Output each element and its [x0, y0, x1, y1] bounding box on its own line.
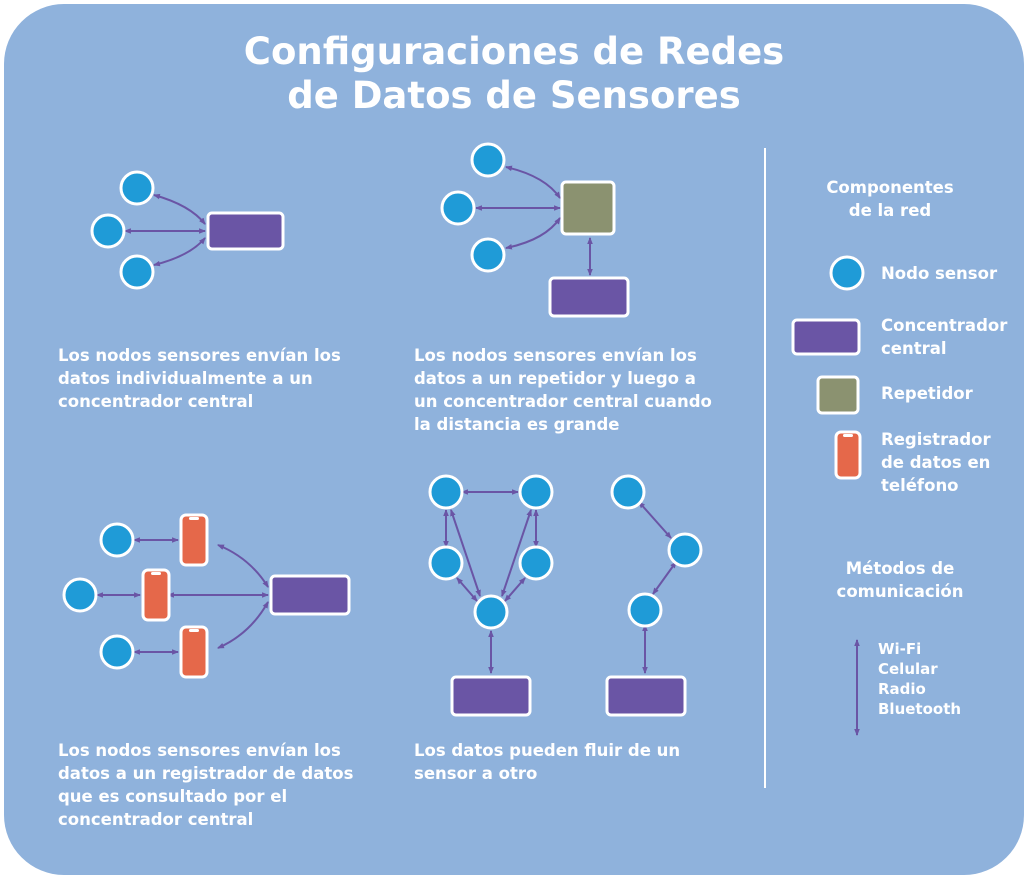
sensor-node-icon [90, 213, 126, 249]
legend-repeater-icon [816, 375, 860, 415]
sensor-node-icon [470, 237, 506, 273]
connections [95, 165, 860, 737]
sensor-node-icon [610, 474, 646, 510]
connection-arrow [504, 165, 561, 199]
sensor-node-icon [518, 474, 554, 510]
sensor-node-icon [428, 474, 464, 510]
repeater-icon [560, 180, 616, 236]
sensor-node-icon [119, 254, 155, 290]
legend-methods-title: Métodos de comunicación [836, 559, 964, 601]
sensor-node-icon [62, 577, 98, 613]
legend-label-logger: Registrador de datos en teléfono [881, 430, 991, 495]
sensor-node-icon [99, 634, 135, 670]
page-title-line2: de Datos de Sensores [287, 74, 741, 117]
phone-logger-icon [141, 568, 171, 622]
phone-notch [843, 434, 853, 437]
sensor-node-icon [99, 522, 135, 558]
caption-line: datos a un repetidor y luego a [414, 369, 696, 388]
caption-line: concentrador central [58, 392, 254, 411]
caption-line: un concentrador central cuando [414, 392, 712, 411]
method-radio: Radio [878, 680, 926, 698]
caption-mesh: Los datos pueden fluir de un sensor a ot… [414, 739, 680, 785]
sensor-node-icon [119, 170, 155, 206]
concentrator-icon [269, 574, 351, 616]
phone-logger-icon [179, 513, 209, 567]
connection-arrow [504, 217, 561, 250]
legend-components-title: Componentes de la red [826, 178, 954, 220]
nodes [62, 142, 865, 717]
sensor-node-icon [440, 190, 476, 226]
caption-logger: Los nodos sensores envían los datos a un… [58, 739, 353, 831]
connection-arrow [152, 237, 206, 267]
concentrator-icon [548, 276, 630, 318]
connection-arrow [217, 601, 269, 649]
phone-logger-icon [179, 625, 209, 679]
method-wifi: Wi-Fi [878, 640, 922, 658]
sensor-node-icon [470, 142, 506, 178]
sensor-node-icon [518, 545, 554, 581]
phone-notch [189, 629, 199, 632]
legend-phone-logger-icon [834, 430, 862, 480]
connection-arrow [217, 544, 269, 588]
caption-line: Los nodos sensores envían los [414, 346, 697, 365]
connection-arrow [638, 501, 672, 539]
caption-line: concentrador central [58, 810, 254, 829]
concentrator-icon [605, 675, 687, 717]
legend-label-concentrator: Concentrador central [881, 316, 1008, 358]
caption-line: sensor a otro [414, 764, 538, 783]
concentrator-icon [450, 675, 532, 717]
legend-sensor-node-icon [829, 255, 865, 291]
connection-arrow [456, 577, 478, 602]
phone-notch [151, 572, 161, 575]
connection-arrow [652, 561, 677, 595]
sensor-node-icon [473, 594, 509, 630]
connection-arrow [152, 193, 206, 225]
page-title: Configuraciones de Redes [243, 30, 785, 73]
sensor-node-icon [667, 532, 703, 568]
sensor-node-icon [428, 545, 464, 581]
caption-line: la distancia es grande [414, 415, 620, 434]
caption-direct: Los nodos sensores envían los datos indi… [58, 344, 341, 413]
legend-label-repeater: Repetidor [881, 384, 973, 403]
caption-line: datos individualmente a un [58, 369, 313, 388]
method-cellular: Celular [878, 660, 938, 678]
sensor-node-icon [627, 592, 663, 628]
legend-concentrator-icon [791, 318, 861, 356]
caption-line: Los nodos sensores envían los [58, 346, 341, 365]
caption-line: datos a un registrador de datos [58, 764, 354, 783]
caption-line: que es consultado por el [58, 787, 288, 806]
phone-notch [189, 517, 199, 520]
connection-arrow [504, 577, 526, 602]
method-bluetooth: Bluetooth [878, 700, 962, 718]
caption-repeater: Los nodos sensores envían los datos a un… [414, 344, 712, 436]
caption-line: Los datos pueden fluir de un [414, 741, 681, 760]
concentrator-icon [206, 211, 285, 251]
caption-line: Los nodos sensores envían los [58, 741, 341, 760]
legend-label-sensor: Nodo sensor [881, 264, 998, 283]
